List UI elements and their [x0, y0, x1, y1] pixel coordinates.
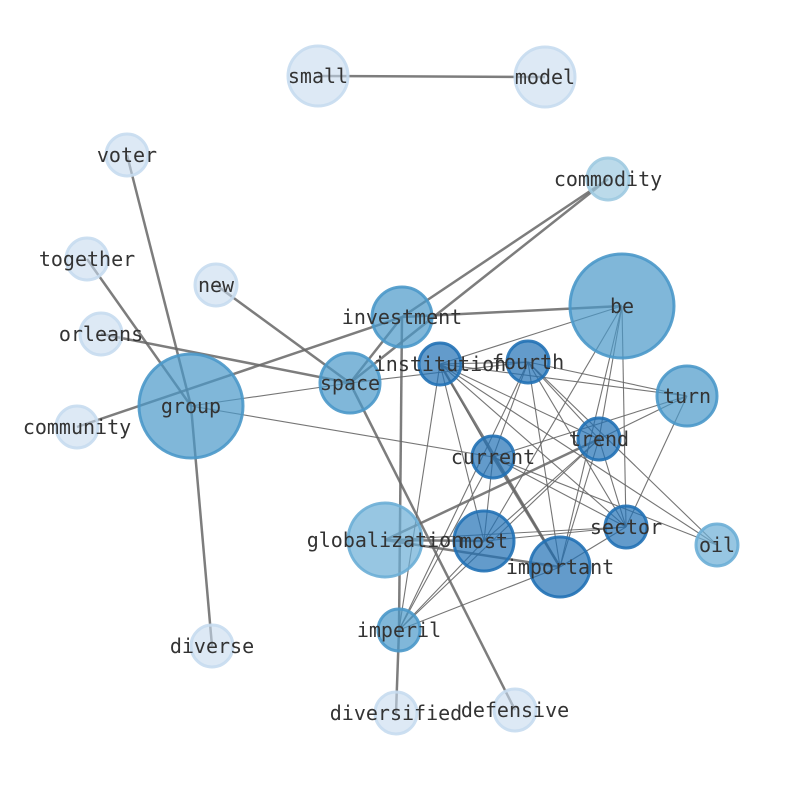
edge-fourth-oil	[527, 361, 718, 546]
node-community[interactable]	[54, 404, 100, 450]
node-new[interactable]	[193, 262, 239, 308]
node-model[interactable]	[513, 45, 577, 109]
edge-orleans-space	[100, 332, 351, 385]
node-label-commodity: commodity	[554, 167, 662, 191]
edge-current-imperil	[398, 456, 494, 631]
edge-investment-commodity	[401, 177, 609, 319]
node-label-most: most	[460, 529, 508, 553]
node-small[interactable]	[286, 44, 350, 108]
node-oil[interactable]	[694, 522, 740, 568]
node-label-voter: voter	[97, 143, 157, 167]
node-trend[interactable]	[576, 416, 622, 462]
node-space[interactable]	[318, 351, 382, 415]
node-label-small: small	[288, 64, 348, 88]
node-label-group: group	[161, 394, 221, 418]
edge-fourth-sector	[527, 361, 627, 528]
edge-community-investment	[76, 315, 403, 429]
edge-small-model	[317, 74, 546, 79]
edge-institution-turn	[439, 363, 688, 397]
edge-institution-oil	[439, 363, 718, 546]
node-label-together: together	[39, 247, 135, 271]
node-defensive[interactable]	[492, 687, 538, 733]
node-sector[interactable]	[603, 504, 649, 550]
edge-institution-sector	[439, 363, 627, 528]
node-label-important: important	[506, 555, 614, 579]
node-label-be: be	[610, 294, 634, 318]
node-institution[interactable]	[417, 341, 463, 387]
node-label-space: space	[320, 371, 380, 395]
edge-institution-trend	[439, 363, 600, 440]
node-important[interactable]	[528, 535, 592, 599]
node-globalization[interactable]	[346, 501, 424, 579]
node-turn[interactable]	[655, 364, 719, 428]
node-label-sector: sector	[590, 515, 662, 539]
node-label-model: model	[515, 65, 575, 89]
node-group[interactable]	[137, 352, 245, 460]
node-label-imperil: imperil	[357, 618, 441, 642]
node-label-defensive: defensive	[461, 698, 569, 722]
node-voter[interactable]	[104, 132, 150, 178]
edge-globalization-trend	[384, 437, 600, 542]
node-label-investment: investment	[342, 305, 462, 329]
edge-current-sector	[492, 456, 627, 528]
edge-fourth-imperil	[398, 361, 529, 631]
edge-fourth-important	[527, 361, 561, 568]
node-together[interactable]	[64, 236, 110, 282]
node-label-diversified: diversified	[330, 701, 462, 725]
edge-current-oil	[492, 456, 718, 546]
node-label-trend: trend	[569, 427, 629, 451]
edge-institution-imperil	[398, 363, 441, 631]
node-label-current: current	[451, 445, 535, 469]
node-label-orleans: orleans	[59, 322, 143, 346]
edge-space-commodity	[349, 178, 609, 384]
node-diversified[interactable]	[373, 690, 419, 736]
node-investment[interactable]	[370, 285, 434, 349]
node-label-institution: institution	[374, 352, 506, 376]
node-orleans[interactable]	[78, 311, 124, 357]
node-commodity[interactable]	[585, 156, 631, 202]
node-label-diverse: diverse	[170, 634, 254, 658]
edge-investment-imperil	[397, 316, 404, 631]
node-label-turn: turn	[663, 384, 711, 408]
node-be[interactable]	[568, 252, 676, 360]
node-most[interactable]	[452, 509, 516, 573]
node-label-fourth: fourth	[492, 350, 564, 374]
node-label-oil: oil	[699, 533, 735, 557]
node-diverse[interactable]	[189, 623, 235, 669]
node-imperil[interactable]	[376, 607, 422, 653]
node-fourth[interactable]	[505, 339, 551, 385]
node-label-globalization: globalization	[307, 528, 464, 552]
node-current[interactable]	[470, 434, 516, 480]
node-label-community: community	[23, 415, 131, 439]
node-label-new: new	[198, 273, 235, 297]
